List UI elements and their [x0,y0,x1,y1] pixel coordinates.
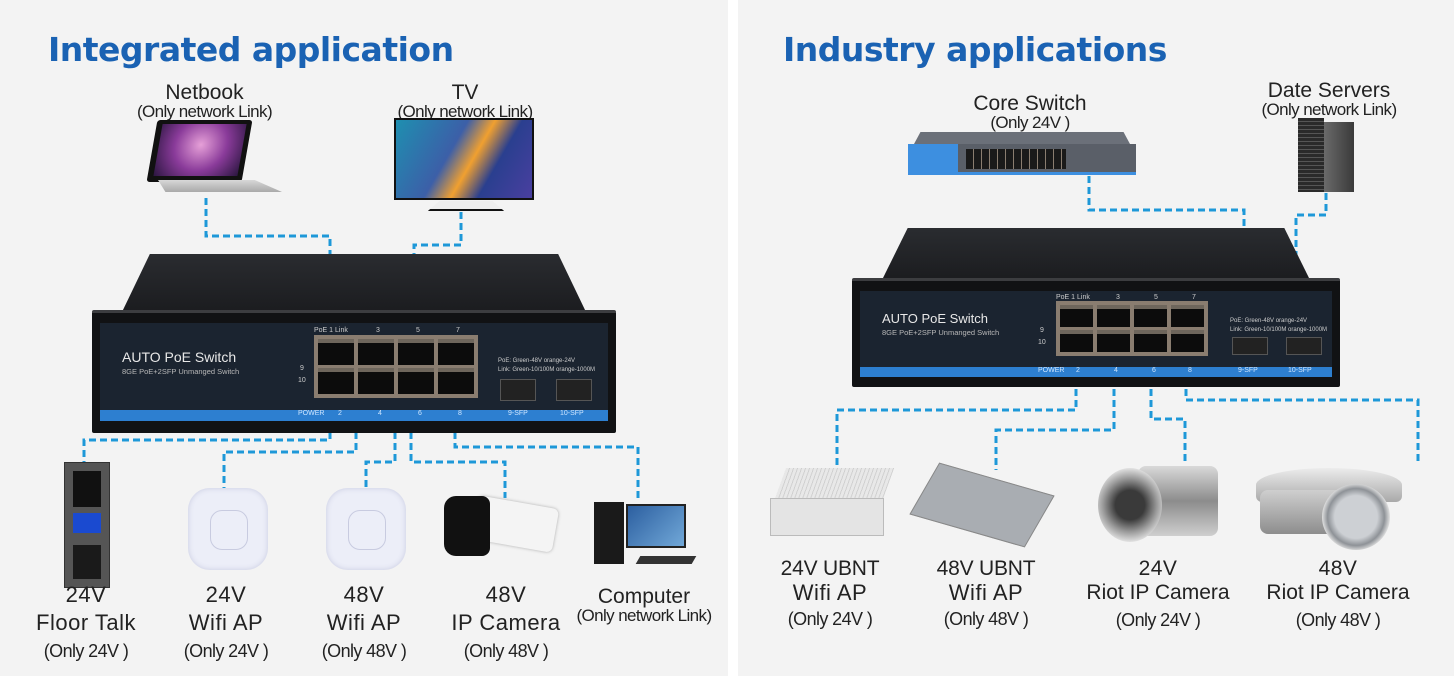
switch-label-band: POWER 2 4 6 8 9-SFP 10-SFP [860,367,1332,377]
integrated-application-title: Integrated application [48,30,454,69]
rj45-port[interactable] [1171,330,1204,352]
wifi-ap-48v-image [326,488,406,570]
ubnt-48v-wifi-ap-label: 48V UBNT Wifi AP (Only 48V ) [936,557,1036,629]
rj45-port[interactable] [1060,305,1093,327]
switch-front-panel: AUTO PoE Switch 8GE PoE+2SFP Unmanged Sw… [92,310,616,433]
switch-front-panel: AUTO PoE Switch 8GE PoE+2SFP Unmanged Sw… [852,278,1340,387]
switch-name: AUTO PoE Switch [882,311,988,326]
tv-image [394,118,534,213]
led-label-9: 9 [300,365,304,372]
rj45-port[interactable] [318,368,354,394]
led-label-9: 9 [1040,327,1044,334]
floor-talk-image [64,462,110,588]
right-poe-switch: AUTO PoE Switch 8GE PoE+2SFP Unmanged Sw… [852,228,1340,387]
netbook-label: Netbook (Only network Link) [136,81,273,121]
switch-top-cover [122,254,586,312]
switch-label-band: POWER 2 4 6 8 9-SFP 10-SFP [100,410,608,421]
switch-name: AUTO PoE Switch [122,349,237,365]
switch-subtitle: 8GE PoE+2SFP Unmanged Switch [882,328,1000,337]
rj45-port[interactable] [1171,305,1204,327]
core-switch-image [908,132,1136,176]
sfp-port-10[interactable] [1286,337,1322,355]
date-servers-label: Date Servers (Only network Link) [1261,79,1397,119]
port-label-7: 7 [1192,294,1196,301]
rj45-port[interactable] [398,339,434,365]
port-label-7: 7 [456,327,460,334]
ubnt-24v-wifi-ap-image [766,468,895,544]
wifi-ap-24v-image [188,488,268,570]
ip-camera-label: 48V IP Camera (Only 48V ) [451,582,561,661]
port-header: PoE 1 Link [1056,294,1090,301]
floor-talk-label: 24V Floor Talk (Only 24V ) [36,582,136,661]
led-label-10: 10 [1038,339,1046,346]
switch-subtitle: 8GE PoE+2SFP Unmanged Switch [122,367,240,376]
rj45-port[interactable] [1060,330,1093,352]
computer-image [594,498,698,570]
rj45-port[interactable] [1097,305,1130,327]
led-legend: PoE: Green-48V orange-24V Link: Green-10… [498,358,596,373]
switch-top-cover [882,228,1310,280]
sfp-port-9[interactable] [1232,337,1268,355]
rj45-port[interactable] [1097,330,1130,352]
core-switch-label: Core Switch (Only 24V ) [973,92,1087,132]
riot-48v-camera-image [1252,462,1402,550]
port-label-3: 3 [1116,294,1120,301]
port-label-3: 3 [376,327,380,334]
rj45-port[interactable] [358,339,394,365]
rj45-port[interactable] [438,339,474,365]
industry-applications-title: Industry applications [783,30,1167,69]
wifi-ap-24v-label: 24V Wifi AP (Only 24V ) [183,582,269,661]
rj45-port-block [314,335,478,398]
ubnt-24v-wifi-ap-label: 24V UBNT Wifi AP (Only 24V ) [780,557,880,629]
port-label-5: 5 [1154,294,1158,301]
left-poe-switch: AUTO PoE Switch 8GE PoE+2SFP Unmanged Sw… [92,254,616,433]
rj45-port-block [1056,301,1208,356]
sfp-port-9[interactable] [500,379,536,401]
port-label-5: 5 [416,327,420,334]
wifi-ap-48v-label: 48V Wifi AP (Only 48V ) [321,582,407,661]
netbook-image [146,120,283,198]
led-legend: PoE: Green-48V orange-24V Link: Green-10… [1230,318,1328,333]
ip-camera-image [444,495,560,560]
rj45-port[interactable] [1134,330,1167,352]
rj45-port[interactable] [358,368,394,394]
led-label-10: 10 [298,377,306,384]
tv-label: TV (Only network Link) [397,81,533,121]
riot-24v-camera-image [1098,460,1220,546]
sfp-port-10[interactable] [556,379,592,401]
rj45-port[interactable] [318,339,354,365]
rj45-port[interactable] [1134,305,1167,327]
ubnt-48v-wifi-ap-image [909,462,1055,552]
rj45-port[interactable] [398,368,434,394]
computer-label: Computer (Only network Link) [576,585,712,625]
port-header: PoE 1 Link [314,327,348,334]
rj45-port[interactable] [438,368,474,394]
riot-48v-camera-label: 48V Riot IP Camera (Only 48V ) [1266,557,1410,630]
riot-24v-camera-label: 24V Riot IP Camera (Only 24V ) [1086,557,1230,630]
date-server-image [1298,118,1356,194]
